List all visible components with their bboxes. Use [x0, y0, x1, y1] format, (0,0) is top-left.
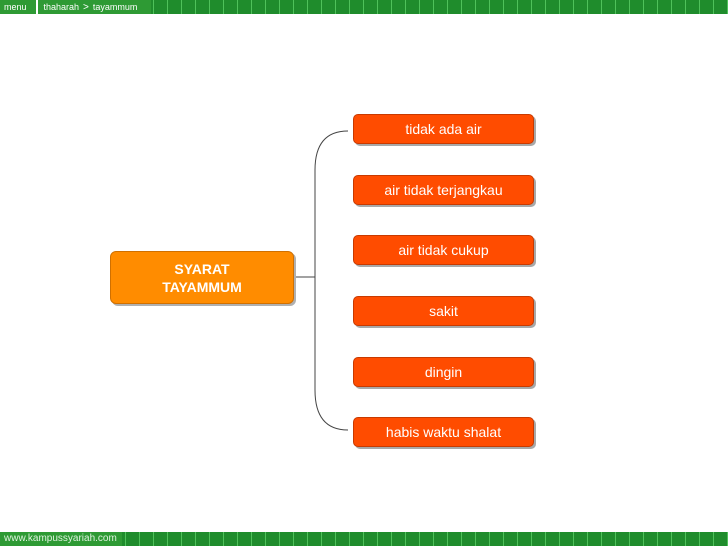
breadcrumb-trail: thaharah > tayammum — [37, 0, 152, 14]
menu-link[interactable]: menu — [0, 0, 36, 14]
breadcrumb: menu thaharah > tayammum — [0, 0, 152, 14]
bottom-bar: www.kampussyariah.com — [0, 532, 728, 546]
breadcrumb-thaharah[interactable]: thaharah — [43, 2, 80, 12]
footer-site-link[interactable]: www.kampussyariah.com — [0, 532, 122, 546]
item-dingin: dingin — [353, 357, 534, 387]
root-node-syarat-tayammum: SYARAT TAYAMMUM — [110, 251, 294, 304]
item-air-tidak-cukup: air tidak cukup — [353, 235, 534, 265]
item-sakit: sakit — [353, 296, 534, 326]
top-nav-bar: menu thaharah > tayammum — [0, 0, 728, 14]
breadcrumb-tayammum[interactable]: tayammum — [92, 2, 138, 12]
item-air-tidak-terjangkau: air tidak terjangkau — [353, 175, 534, 205]
item-tidak-ada-air: tidak ada air — [353, 114, 534, 144]
item-habis-waktu-shalat: habis waktu shalat — [353, 417, 534, 447]
breadcrumb-separator: > — [83, 1, 89, 13]
